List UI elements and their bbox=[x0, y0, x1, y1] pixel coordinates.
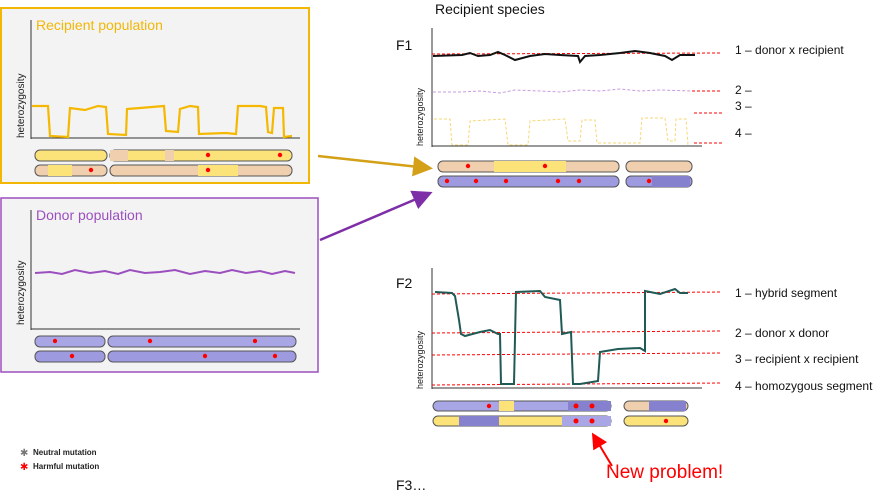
harmful-mutation-label: Harmful mutation bbox=[33, 462, 99, 471]
recipient-heterozygosity-line bbox=[32, 104, 293, 139]
donor-population-panel: Donor population heterozygosity bbox=[0, 197, 319, 373]
f2-level-1: 1 – hybrid segment bbox=[735, 286, 838, 300]
neutral-mutation-icon: ✱ bbox=[20, 448, 28, 459]
donor-arrow bbox=[319, 190, 433, 242]
f2-panel: F2 heterozygosity 1 – hybrid segment 2 –… bbox=[396, 268, 873, 427]
f1-panel: F1 heterozygosity 1 – donor x recipient … bbox=[396, 28, 844, 188]
f2-level-2: 2 – donor x donor bbox=[735, 326, 829, 340]
y-axis-label: heterozygosity bbox=[415, 87, 425, 146]
recipient-title: Recipient population bbox=[36, 17, 163, 33]
y-axis-label: heterozygosity bbox=[16, 74, 27, 138]
f1-level-2: 2 – bbox=[735, 83, 752, 97]
f2-chromosome-pair bbox=[432, 400, 689, 427]
new-problem-callout: New problem! bbox=[606, 462, 723, 483]
chromosome-pair bbox=[34, 335, 297, 363]
donor-title: Donor population bbox=[36, 207, 143, 223]
chromosome-pair bbox=[34, 149, 293, 177]
f1-hybrid-line bbox=[432, 49, 695, 65]
y-axis-label: heterozygosity bbox=[415, 330, 425, 389]
f1-level-1: 1 – donor x recipient bbox=[735, 43, 844, 57]
harmful-mutation-icon: ✱ bbox=[20, 462, 28, 473]
f1-level-4: 4 – bbox=[735, 126, 752, 140]
f1-donor-line bbox=[433, 88, 693, 94]
y-axis-label: heterozygosity bbox=[16, 261, 27, 325]
legend: ✱ Neutral mutation ✱ Harmful mutation bbox=[20, 448, 99, 473]
recipient-population-panel: Recipient population heterozygosity bbox=[0, 7, 310, 184]
neutral-mutation-label: Neutral mutation bbox=[33, 448, 97, 457]
recipient-species-title: Recipient species bbox=[435, 1, 545, 17]
f2-label: F2 bbox=[396, 275, 413, 291]
f1-level-3: 3 – bbox=[735, 99, 752, 113]
f2-level-3: 3 – recipient x recipient bbox=[735, 352, 859, 366]
f1-recipient-line bbox=[434, 117, 689, 146]
f1-chromosome-pair bbox=[437, 160, 693, 188]
f2-level-4: 4 – homozygous segment bbox=[735, 379, 873, 393]
callout-arrow bbox=[591, 432, 613, 467]
donor-heterozygosity-line bbox=[34, 268, 296, 276]
f2-heterozygosity-line bbox=[434, 287, 688, 385]
recipient-arrow bbox=[317, 154, 433, 177]
f3-label: F3… bbox=[396, 477, 426, 493]
f1-label: F1 bbox=[396, 37, 413, 53]
